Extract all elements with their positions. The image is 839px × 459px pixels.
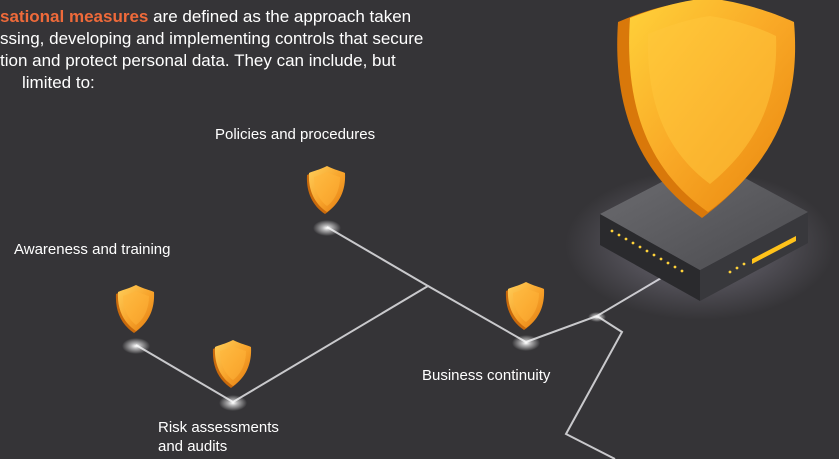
shield-icon (617, 0, 796, 218)
node-glows (122, 220, 606, 411)
intro-line-2: ssing, developing and implementing contr… (0, 29, 424, 48)
label-business-continuity: Business continuity (422, 367, 551, 384)
intro-line-3: tion and protect personal data. They can… (0, 51, 396, 70)
label-risk-line-2: and audits (158, 438, 228, 455)
intro-paragraph: sational measures are defined as the app… (0, 6, 560, 94)
label-risk-assessments: Risk assessments and audits (158, 418, 279, 456)
shield-icon (505, 282, 545, 330)
shield-icon (306, 166, 346, 214)
highlight-term: sational measures (0, 7, 149, 26)
shield-icon (212, 340, 252, 388)
label-risk-line-1: Risk assessments (158, 419, 279, 436)
server-icon (565, 158, 835, 320)
shield-icon (115, 285, 155, 333)
intro-line-4: limited to: (22, 73, 95, 92)
intro-line-1-rest: are defined as the approach taken (148, 7, 412, 26)
intro-line-1: sational measures are defined as the app… (0, 6, 560, 28)
label-awareness-and-training: Awareness and training (14, 241, 171, 258)
label-policies-and-procedures: Policies and procedures (215, 126, 376, 143)
